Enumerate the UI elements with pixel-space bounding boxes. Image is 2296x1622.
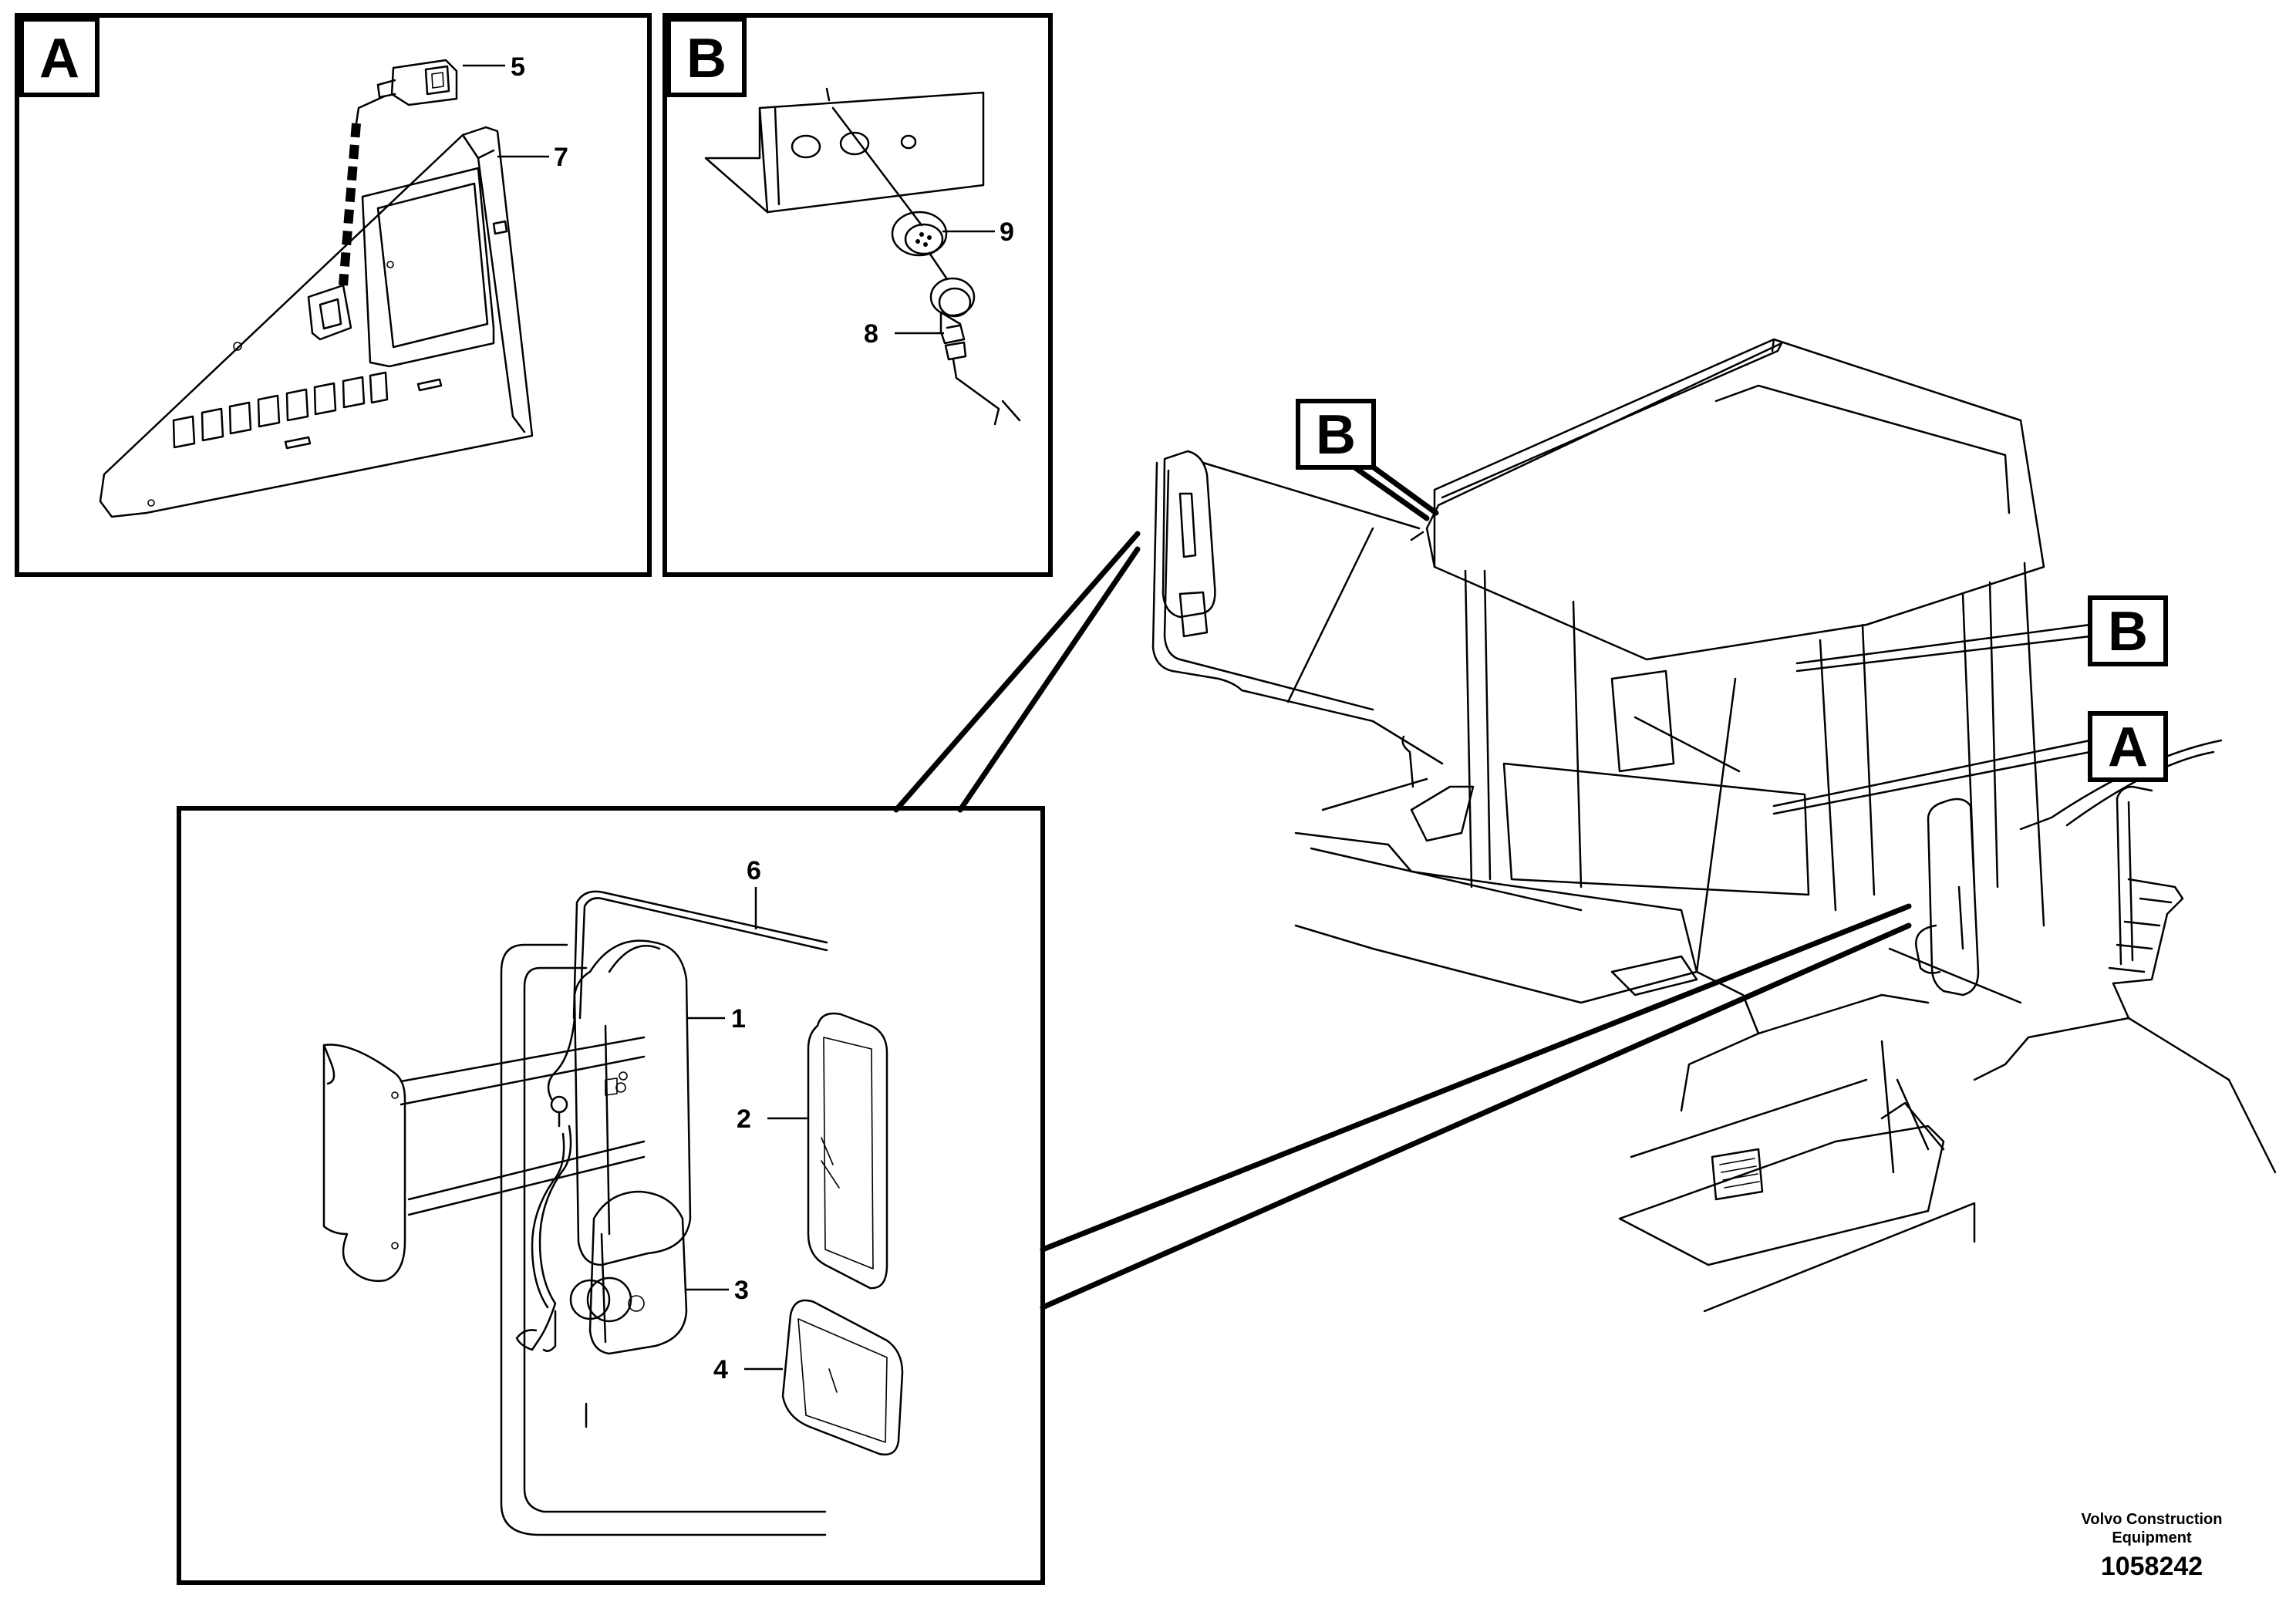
callout-8: 8 [864,319,878,349]
brand-line-2: Equipment [2112,1529,2192,1546]
overview-b-upper-label: B [1316,404,1356,466]
zoom-leader-lines [893,458,2092,1310]
connector-part [891,211,948,257]
overview-tag-b-right: B [2088,595,2168,666]
callout-4: 4 [713,1355,728,1384]
callout-9: 9 [1000,218,1014,247]
detail-b-panel: B [663,13,1053,577]
plug-part [929,277,1021,426]
callout-1: 1 [731,1004,746,1034]
side-panel-part [99,126,534,518]
detail-a-tag: A [39,28,79,89]
document-number: 1058242 [2101,1552,2203,1581]
overview-a-right-label: A [2108,717,2148,778]
overview-b-right-label: B [2108,601,2148,663]
machine-overview [1151,338,2277,1313]
overview-tag-b-upper: B [1296,399,1376,470]
overview-tag-a-right: A [2088,711,2168,782]
detail-a-panel: A [15,13,652,577]
detail-b-tag: B [686,28,727,89]
callout-6: 6 [747,856,761,885]
callout-5: 5 [511,52,525,82]
mounting-bracket [704,87,985,214]
callout-3: 3 [734,1276,749,1305]
callout-2: 2 [737,1104,751,1134]
switch-part [376,59,458,106]
brand-line-1: Volvo Construction [2082,1511,2223,1528]
callout-7: 7 [554,143,568,172]
mirror-detail-panel: 6 2 [177,806,1045,1585]
